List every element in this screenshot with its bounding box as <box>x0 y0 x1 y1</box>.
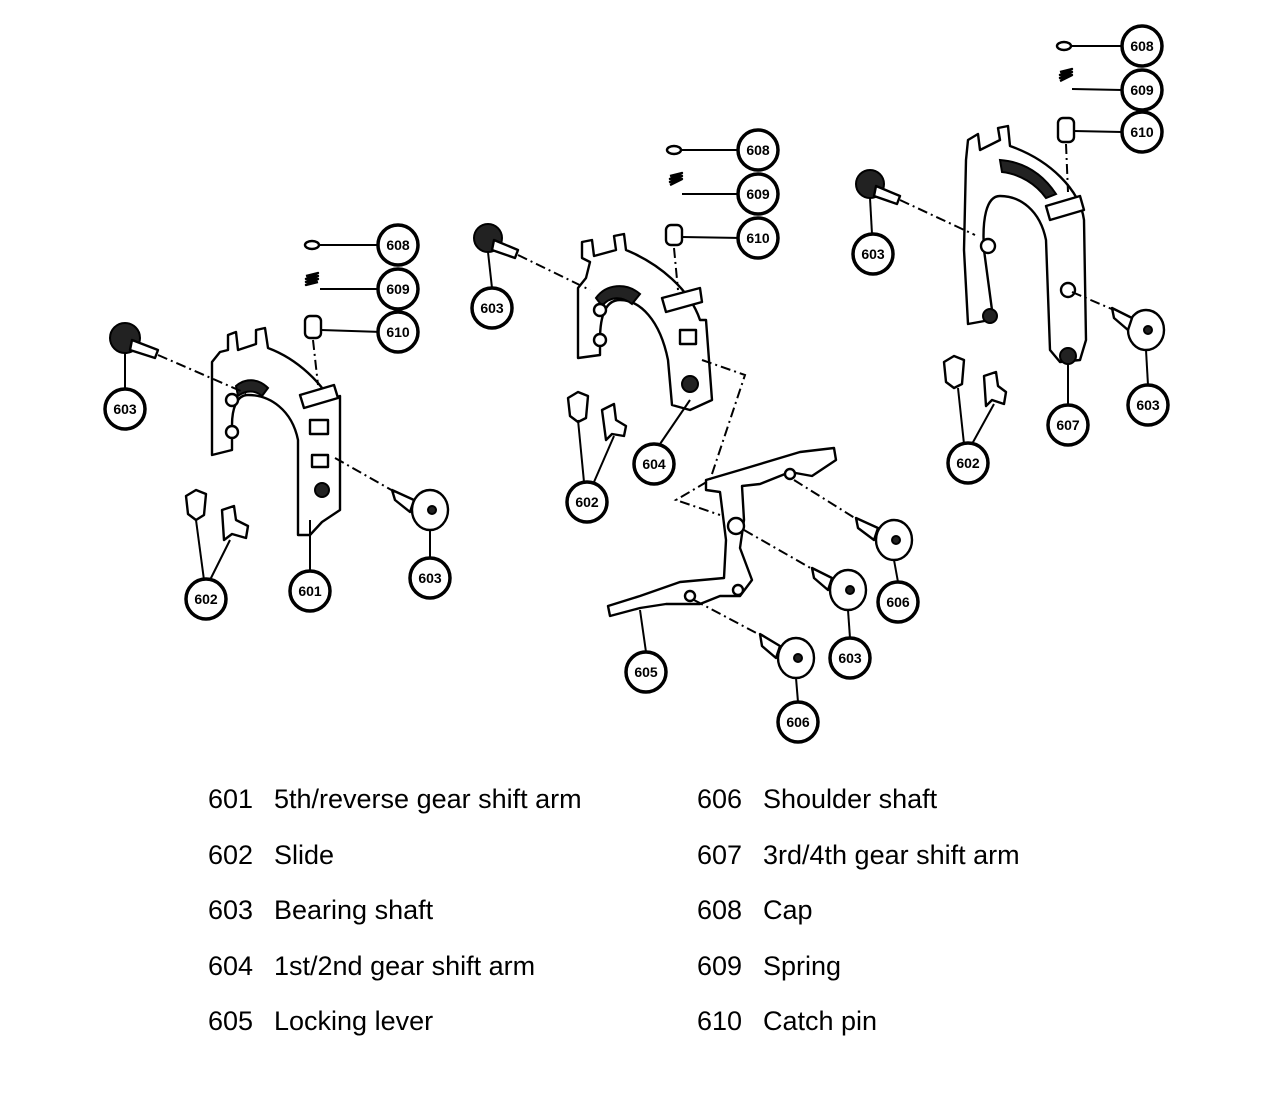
exploded-parts-diagram: 608 609 610 603 603 601 602 608 609 610 … <box>103 24 1170 744</box>
callout-610-left: 610 <box>376 310 420 354</box>
svg-text:603: 603 <box>1136 397 1160 413</box>
legend-description: Catch pin <box>763 1006 878 1036</box>
callout-602-mid: 602 <box>565 480 609 524</box>
assembly-1st-2nd-shift-arm <box>473 144 914 703</box>
bearing-shaft-603-upper-right-part <box>855 169 902 206</box>
callout-603-lower-mid: 603 <box>828 636 872 680</box>
legend-number: 604 <box>208 950 254 981</box>
shoulder-shaft-606-upper-part <box>854 516 914 562</box>
svg-text:608: 608 <box>386 237 410 253</box>
bearing-shaft-603-right-part <box>390 488 450 532</box>
callout-609-right: 609 <box>1120 68 1164 112</box>
callout-606-upper: 606 <box>876 580 920 624</box>
svg-text:603: 603 <box>480 300 504 316</box>
svg-text:608: 608 <box>746 142 770 158</box>
callout-605: 605 <box>624 650 668 694</box>
legend-item: 610 Catch pin <box>697 1004 1020 1060</box>
legend-description: Shoulder shaft <box>763 784 938 814</box>
callout-607: 607 <box>1046 403 1090 447</box>
legend-item: 605 Locking lever <box>208 1004 582 1060</box>
legend-description: 3rd/4th gear shift arm <box>763 839 1020 870</box>
svg-text:609: 609 <box>386 281 410 297</box>
svg-text:609: 609 <box>1130 82 1154 98</box>
svg-text:610: 610 <box>1130 124 1154 140</box>
legend-column-left: 601 5th/reverse gear shift arm 602 Slide 6… <box>208 782 582 1060</box>
callout-603-left-b: 603 <box>408 556 452 600</box>
legend-description: 5th/reverse gear shift arm <box>274 784 582 814</box>
legend-number: 605 <box>208 1006 254 1036</box>
callout-603-right-b: 603 <box>1126 383 1170 427</box>
legend-number: 609 <box>697 950 743 981</box>
svg-text:602: 602 <box>575 494 599 510</box>
svg-text:603: 603 <box>861 246 885 262</box>
callout-609-left: 609 <box>376 267 420 311</box>
callout-603-right-a: 603 <box>851 232 895 276</box>
svg-text:606: 606 <box>786 714 810 730</box>
legend-number: 610 <box>697 1006 743 1036</box>
callout-604: 604 <box>632 442 676 486</box>
legend-column-right: 606 Shoulder shaft 607 3rd/4th gear shift … <box>697 782 1020 1060</box>
svg-text:610: 610 <box>386 324 410 340</box>
legend-number: 602 <box>208 839 254 870</box>
svg-text:609: 609 <box>746 186 770 202</box>
callout-606-lower: 606 <box>776 700 820 744</box>
callout-608-left: 608 <box>376 223 420 267</box>
legend-item: 604 1st/2nd gear shift arm <box>208 949 582 1005</box>
legend-item: 601 5th/reverse gear shift arm <box>208 782 582 838</box>
assembly-3rd-4th-shift-arm <box>855 40 1166 445</box>
callout-608-mid: 608 <box>736 128 780 172</box>
locking-lever-605-part <box>606 446 838 618</box>
svg-text:605: 605 <box>634 664 658 680</box>
legend-item: 602 Slide <box>208 838 582 894</box>
legend-item: 603 Bearing shaft <box>208 893 582 949</box>
svg-text:603: 603 <box>418 570 442 586</box>
slide-602-mid-part <box>566 390 628 442</box>
legend-number: 608 <box>697 895 743 925</box>
bearing-shaft-603-lower-part <box>810 566 868 612</box>
svg-text:602: 602 <box>956 455 980 471</box>
legend-item: 606 Shoulder shaft <box>697 782 1020 838</box>
svg-text:602: 602 <box>194 591 218 607</box>
legend-number: 601 <box>208 784 254 814</box>
callout-601: 601 <box>288 569 332 613</box>
parts-legend: 601 5th/reverse gear shift arm 602 Slide 6… <box>0 770 1280 1070</box>
shoulder-shaft-606-lower-part <box>758 632 816 680</box>
svg-text:610: 610 <box>746 230 770 246</box>
callout-602-left: 602 <box>184 577 228 621</box>
callout-610-right: 610 <box>1120 110 1164 154</box>
legend-item: 608 Cap <box>697 893 1020 949</box>
slide-602-left-part <box>184 488 250 542</box>
legend-number: 606 <box>697 784 743 814</box>
shift-arm-607-part <box>962 124 1088 364</box>
callout-602-right: 602 <box>946 441 990 485</box>
bearing-shaft-603-left-part <box>109 322 160 360</box>
bearing-shaft-603-mid-part <box>473 223 520 260</box>
svg-text:604: 604 <box>642 456 666 472</box>
svg-text:608: 608 <box>1130 38 1154 54</box>
svg-text:607: 607 <box>1056 417 1080 433</box>
svg-text:603: 603 <box>838 650 862 666</box>
legend-description: Locking lever <box>274 1006 434 1036</box>
legend-number: 607 <box>697 839 743 870</box>
callout-608-right: 608 <box>1120 24 1164 68</box>
svg-text:601: 601 <box>298 583 322 599</box>
bearing-shaft-603-lower-right-part <box>1110 306 1166 352</box>
callout-610-mid: 610 <box>736 216 780 260</box>
legend-description: Cap <box>763 895 813 925</box>
callout-603-mid: 603 <box>470 286 514 330</box>
callout-labels: 608 609 610 603 603 601 602 608 609 610 … <box>103 24 1170 744</box>
legend-item: 607 3rd/4th gear shift arm <box>697 838 1020 894</box>
legend-item: 609 Spring <box>697 949 1020 1005</box>
callout-603-left-a: 603 <box>103 387 147 431</box>
svg-text:606: 606 <box>886 594 910 610</box>
assembly-5th-reverse-shift-arm <box>109 239 450 581</box>
callout-609-mid: 609 <box>736 172 780 216</box>
legend-description: Slide <box>274 839 335 870</box>
legend-description: 1st/2nd gear shift arm <box>274 950 536 981</box>
slide-602-right-part <box>942 354 1008 408</box>
svg-text:603: 603 <box>113 401 137 417</box>
legend-description: Spring <box>763 950 842 981</box>
legend-description: Bearing shaft <box>274 895 434 925</box>
legend-number: 603 <box>208 895 254 925</box>
